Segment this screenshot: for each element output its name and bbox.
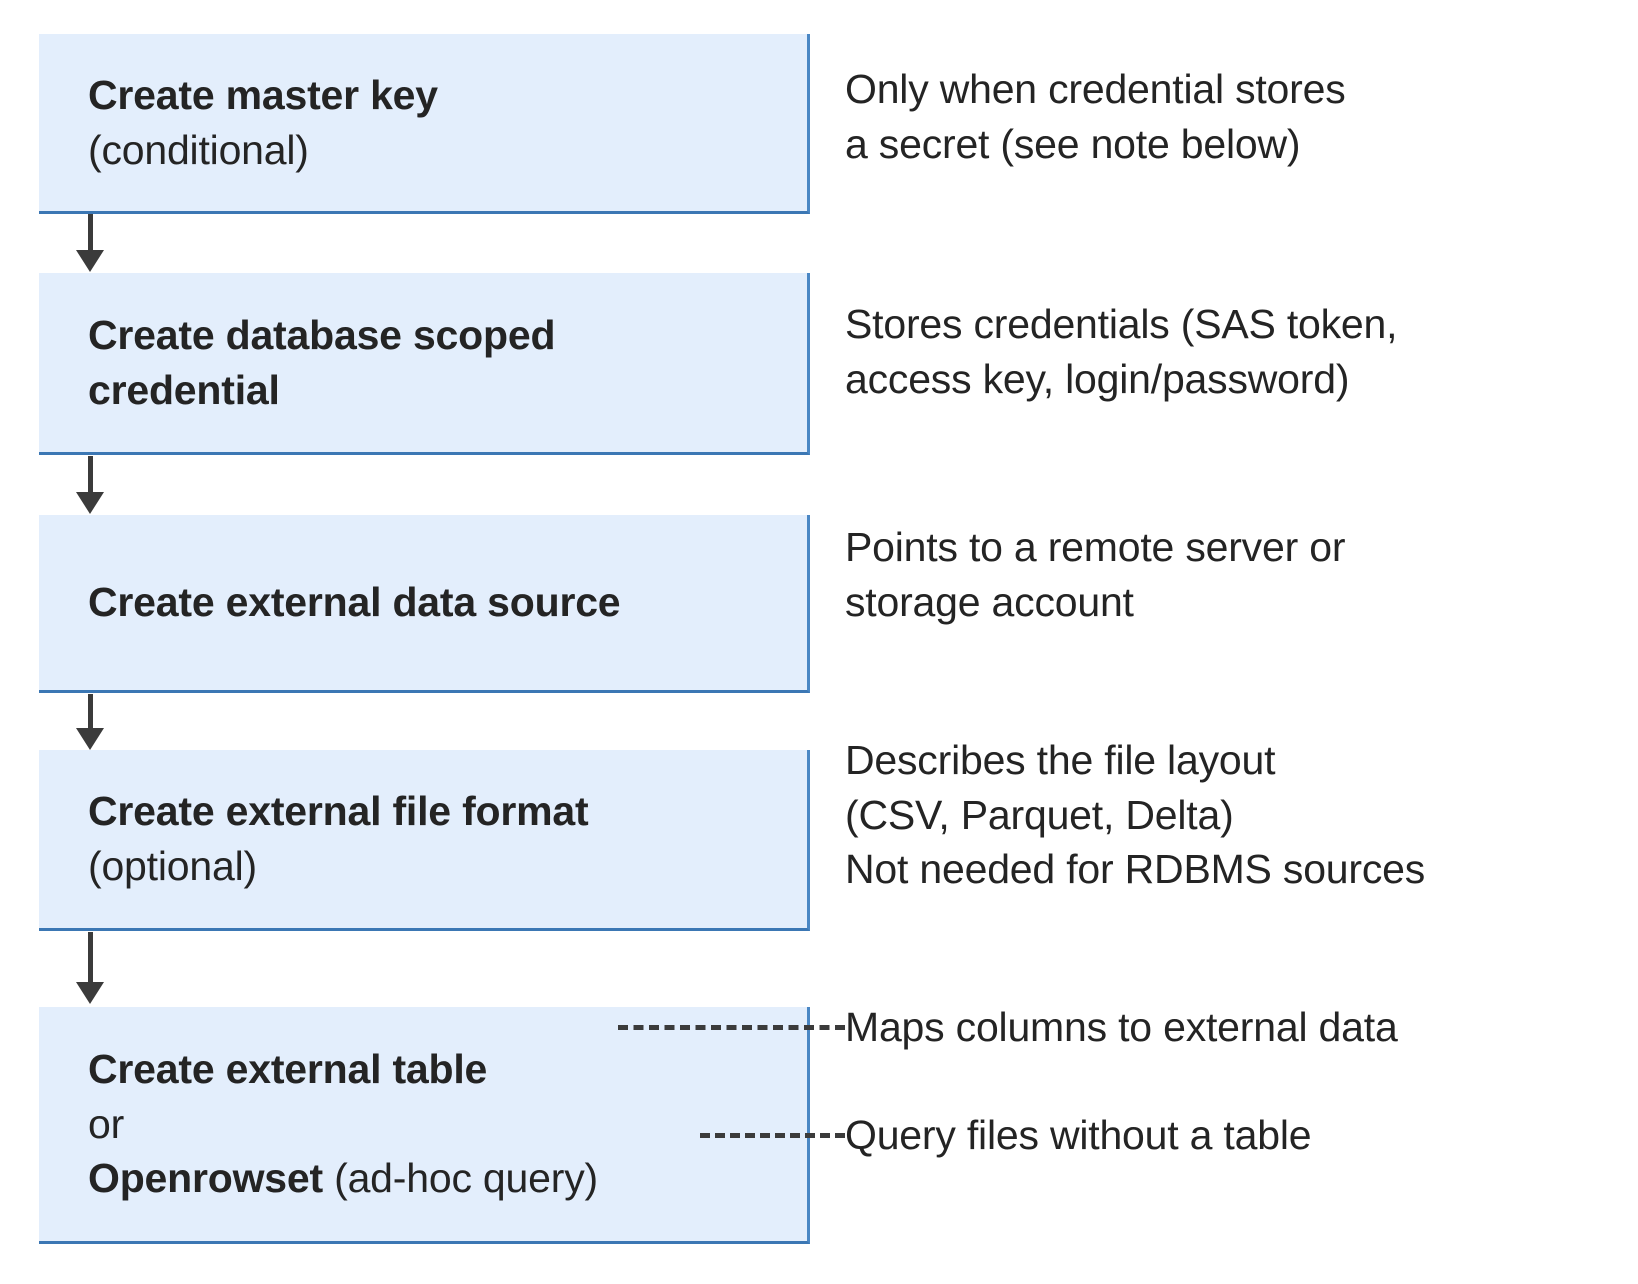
arrow-shaft [88, 456, 93, 494]
note-line: Only when credential stores [845, 66, 1346, 112]
note-line: a secret (see note below) [845, 120, 1301, 167]
flow-step-create-external-data-source: Create external data source [39, 515, 810, 693]
note-line: Not needed for RDBMS sources [845, 846, 1426, 893]
note-create-master-key: Only when credential stores a secret (se… [845, 62, 1346, 171]
flow-step-create-external-table-or-openrowset: Create external table or Openrowset (ad-… [39, 1007, 810, 1244]
arrow-down-icon [76, 694, 104, 752]
arrow-head [76, 492, 104, 514]
step-title: Create external file format [88, 788, 589, 835]
note-create-database-scoped-credential: Stores credentials (SAS token, access ke… [845, 297, 1398, 406]
arrow-head [76, 250, 104, 272]
step-title: Create master key [88, 71, 438, 118]
arrow-shaft [88, 694, 93, 730]
arrow-head [76, 728, 104, 750]
flow-step-create-database-scoped-credential: Create database scoped credential [39, 273, 810, 455]
arrow-shaft [88, 214, 93, 252]
note-line: Describes the file layout [845, 737, 1276, 783]
dashed-connector-external-table [618, 1025, 845, 1030]
arrow-down-icon [76, 932, 104, 1008]
note-line: storage account [845, 578, 1134, 625]
note-line: Stores credentials (SAS token, [845, 301, 1398, 347]
note-openrowset: Query files without a table [845, 1112, 1312, 1158]
flow-step-create-master-key: Create master key (conditional) [39, 34, 810, 214]
step-title: Create external data source [88, 579, 621, 626]
note-line: access key, login/password) [845, 355, 1350, 402]
step-alt-title: Openrowset [88, 1155, 323, 1202]
step-connector-word: or [88, 1100, 125, 1147]
dashed-connector-openrowset [700, 1133, 845, 1138]
note-create-external-file-format: Describes the file layout (CSV, Parquet,… [845, 733, 1425, 897]
note-line: (CSV, Parquet, Delta) [845, 791, 1234, 838]
note-line: Points to a remote server or [845, 524, 1346, 570]
step-title: Create database scoped [88, 311, 556, 358]
step-alt-qualifier: (ad-hoc query) [322, 1155, 598, 1202]
step-qualifier: (conditional) [88, 126, 309, 173]
step-qualifier: (optional) [88, 843, 257, 889]
step-title-continued: credential [88, 366, 280, 413]
arrow-down-icon [76, 456, 104, 516]
flow-step-create-external-file-format: Create external file format (optional) [39, 750, 810, 931]
arrow-shaft [88, 932, 93, 984]
step-title: Create external table [88, 1045, 488, 1092]
arrow-head [76, 982, 104, 1004]
note-create-external-data-source: Points to a remote server or storage acc… [845, 520, 1345, 629]
arrow-down-icon [76, 214, 104, 274]
step-alt-title-row: Openrowset (ad-hoc query) [39, 1151, 807, 1206]
note-create-external-table: Maps columns to external data [845, 1004, 1398, 1050]
